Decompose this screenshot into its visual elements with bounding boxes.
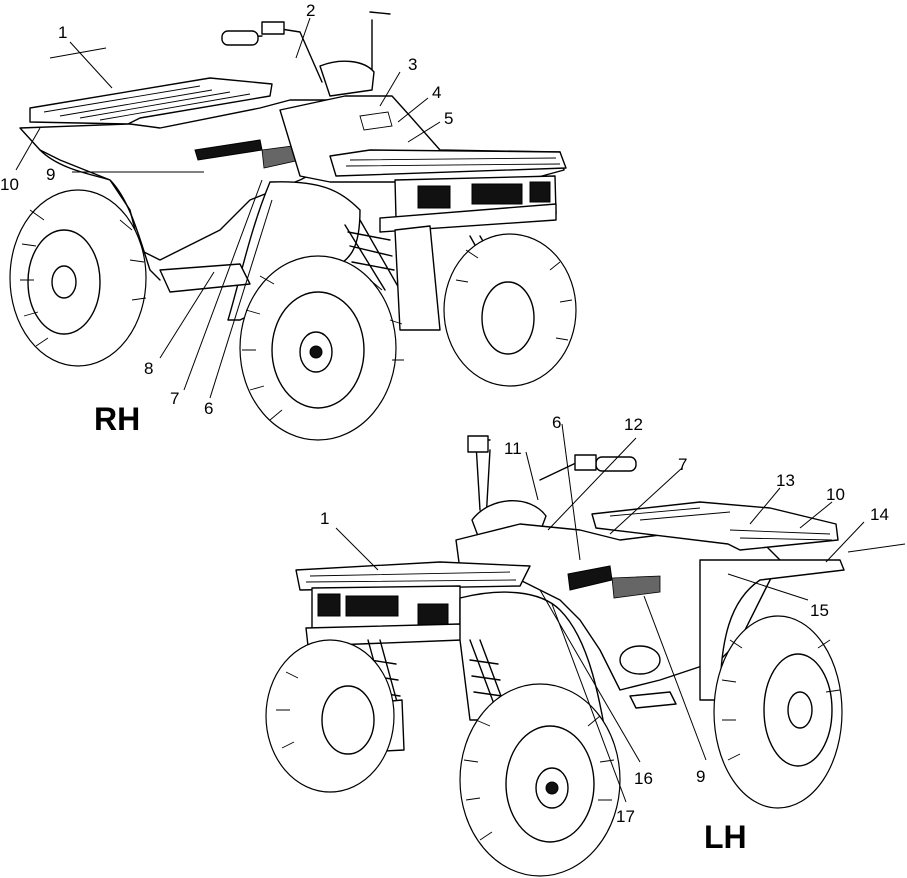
callout-rh-7: 7: [170, 389, 179, 408]
callout-rh-3: 3: [408, 55, 417, 74]
view-label-rh: RH: [94, 401, 140, 437]
callouts-lh: 11 6 12 7 13 10 14 1 15 16 9 17: [320, 413, 889, 826]
callout-rh-6: 6: [204, 399, 213, 418]
callout-rh-5: 5: [444, 109, 453, 128]
callout-rh-4: 4: [432, 83, 441, 102]
callout-lh-17: 17: [616, 807, 635, 826]
view-label-lh: LH: [704, 819, 747, 855]
callout-lh-9: 9: [696, 767, 705, 786]
callout-lh-14: 14: [870, 505, 889, 524]
atv-lh-drawing: [265, 435, 845, 877]
callout-lh-6: 6: [552, 413, 561, 432]
callout-lh-12: 12: [624, 415, 643, 434]
callout-lh-1: 1: [320, 509, 329, 528]
callout-rh-8: 8: [144, 359, 153, 378]
callout-rh-1: 1: [58, 23, 67, 42]
atv-rh-drawing: [9, 11, 577, 441]
leader-lines: [15, 17, 906, 803]
callout-lh-15: 15: [810, 601, 829, 620]
callout-lh-10: 10: [826, 485, 845, 504]
callout-rh-2: 2: [306, 1, 315, 20]
callout-rh-10: 10: [0, 175, 19, 194]
callout-lh-11: 11: [504, 439, 522, 458]
callout-lh-13: 13: [776, 471, 795, 490]
callout-lh-16: 16: [634, 769, 653, 788]
callout-lh-7: 7: [678, 455, 687, 474]
callouts-rh: 1 2 3 4 5 10 9 8 7 6: [0, 1, 453, 418]
callout-rh-9: 9: [46, 165, 55, 184]
